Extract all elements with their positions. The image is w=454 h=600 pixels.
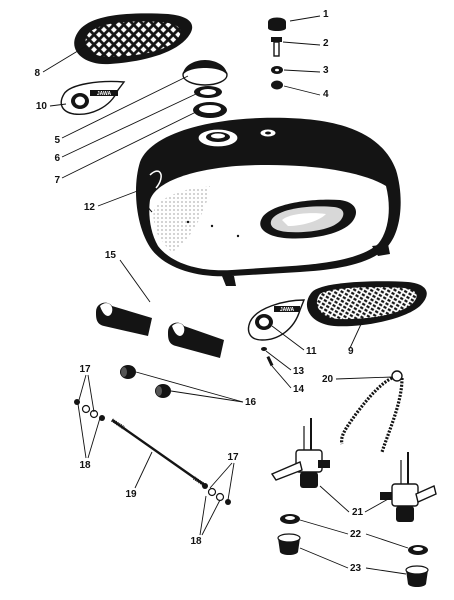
callout-number-15: 15 <box>105 250 117 261</box>
tank-mount-feet <box>222 244 390 286</box>
fuel-tank <box>136 117 401 286</box>
washer <box>271 66 283 74</box>
leader-line-21 <box>319 485 350 513</box>
leader-line-5 <box>61 75 189 139</box>
leader-line-6 <box>61 93 197 158</box>
leader-line-22 <box>299 519 349 535</box>
tank-filler-neck <box>197 128 239 148</box>
leader-line-4 <box>283 85 321 96</box>
leader-line-16 <box>170 390 244 403</box>
tank-knee-recess <box>260 199 356 239</box>
callout-number-23: 23 <box>350 563 362 574</box>
callout-number-21: 21 <box>352 507 364 518</box>
callout-number-12: 12 <box>84 202 96 213</box>
leader-line-23 <box>299 547 349 569</box>
leader-line-7 <box>61 111 197 179</box>
badge-left-text: JAWA <box>97 91 112 97</box>
callout-number-2: 2 <box>323 38 329 49</box>
leader-line-9 <box>349 321 363 349</box>
callout-number-4: 4 <box>323 89 329 100</box>
callout-number-11: 11 <box>306 346 317 357</box>
leader-line-10 <box>49 103 67 107</box>
callout-number-3: 3 <box>323 65 329 76</box>
badge-screw <box>266 355 274 367</box>
leader-line-21 <box>364 497 391 513</box>
callout-number-7: 7 <box>54 175 60 186</box>
filler-gasket <box>194 86 222 98</box>
leader-line-16 <box>135 371 244 403</box>
rubber-pad-left <box>96 302 152 336</box>
rubber-cap <box>268 17 286 31</box>
tap-gasket-left <box>280 514 300 524</box>
badge-right-text: JAWA <box>280 307 295 313</box>
leader-line-17 <box>209 462 233 489</box>
fuel-tap-left <box>270 418 330 488</box>
tap-filter-cup-left <box>277 533 301 555</box>
badge-screw-washer <box>261 347 267 351</box>
leader-line-17 <box>87 374 95 413</box>
callout-number-6: 6 <box>54 153 60 164</box>
knee-pad-left <box>74 13 193 65</box>
filler-cap <box>182 60 228 86</box>
leader-line-14 <box>271 365 292 389</box>
bolt <box>271 37 282 57</box>
leader-line-3 <box>283 69 321 73</box>
leader-line-12 <box>97 189 141 207</box>
tap-filter-cup-right <box>405 565 429 587</box>
leader-lines <box>42 15 409 575</box>
rubber-bush <box>271 80 283 90</box>
leader-line-11 <box>271 325 305 351</box>
nut-washer-set-right <box>202 483 231 505</box>
knee-pad-right <box>306 281 427 327</box>
callout-number-8: 8 <box>34 68 40 79</box>
tank-through-bolt <box>111 418 207 488</box>
grommet-upper <box>120 365 136 379</box>
leader-line-8 <box>42 45 87 73</box>
leader-line-22 <box>365 533 409 549</box>
tank-mount-lug <box>259 128 277 138</box>
leader-line-18 <box>87 417 101 459</box>
leader-line-19 <box>134 451 153 489</box>
callout-number-19: 19 <box>125 489 137 500</box>
filler-neck-ring <box>193 102 227 118</box>
callout-number-14: 14 <box>293 384 305 395</box>
leader-line-20 <box>335 376 393 380</box>
leader-line-18 <box>199 495 207 536</box>
callout-number-20: 20 <box>322 374 334 385</box>
leader-line-17 <box>78 374 87 401</box>
tap-gasket-right <box>408 545 428 555</box>
leader-line-18 <box>77 403 87 459</box>
callout-number-1: 1 <box>323 9 329 20</box>
callout-number-22: 22 <box>350 529 362 540</box>
callout-number-16: 16 <box>245 397 257 408</box>
callout-number-18: 18 <box>190 536 202 547</box>
callout-number-18: 18 <box>79 460 91 471</box>
fuel-hose <box>340 370 404 453</box>
leader-line-1 <box>289 15 321 22</box>
fuel-tap-right <box>380 452 437 522</box>
leader-line-15 <box>119 259 151 303</box>
rubber-pad-right <box>168 322 224 358</box>
nut-washer-set-left <box>74 399 105 421</box>
callout-number-9: 9 <box>348 346 354 357</box>
leader-line-18 <box>201 499 221 536</box>
tank-badge-right: JAWA <box>247 299 306 341</box>
leader-line-13 <box>265 350 292 371</box>
tank-badge-left: JAWA <box>60 80 126 115</box>
leader-line-23 <box>365 567 407 575</box>
leader-line-17 <box>227 462 235 501</box>
leader-line-2 <box>282 41 321 46</box>
callout-number-17: 17 <box>227 452 239 463</box>
callout-number-10: 10 <box>36 101 48 112</box>
callout-number-17: 17 <box>79 364 91 375</box>
callout-number-5: 5 <box>54 135 60 146</box>
callout-number-13: 13 <box>293 366 305 377</box>
grommet-lower <box>155 384 171 398</box>
